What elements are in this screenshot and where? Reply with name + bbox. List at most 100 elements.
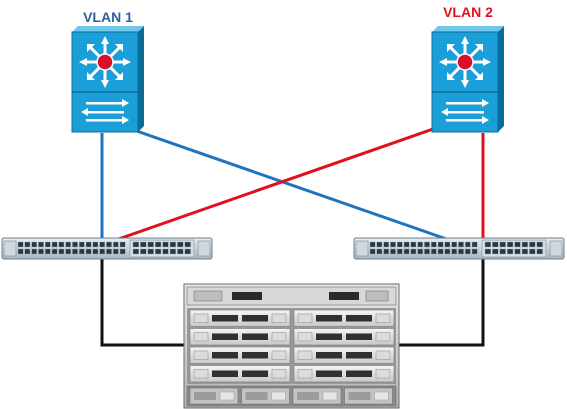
switch-port xyxy=(17,248,24,255)
switch-port xyxy=(536,241,543,248)
switch-port xyxy=(458,241,464,248)
switch-port xyxy=(45,241,51,248)
switch-port xyxy=(17,241,24,248)
link-vlan2-router-to-left-switch xyxy=(109,126,437,244)
blade-server-chassis xyxy=(183,283,400,409)
layer3-switch-vlan2 xyxy=(431,26,504,133)
switch-port xyxy=(424,248,430,255)
switch-port xyxy=(51,241,58,248)
power-supply xyxy=(292,387,342,405)
switch-port xyxy=(65,241,71,248)
switch-port xyxy=(499,241,506,248)
switch-port xyxy=(184,248,191,255)
switch-port xyxy=(430,241,437,248)
switch-port xyxy=(147,241,154,248)
switch-port xyxy=(424,241,430,248)
switch-port xyxy=(112,241,119,248)
switch-port xyxy=(536,248,543,255)
blade-server xyxy=(293,365,395,383)
switch-port xyxy=(58,241,65,248)
power-supply xyxy=(344,387,393,405)
switch-port xyxy=(529,241,536,248)
switch-port xyxy=(72,241,78,248)
switch-port xyxy=(85,241,92,248)
switch-port xyxy=(92,241,99,248)
switch-port xyxy=(154,241,162,248)
switch-port xyxy=(51,248,58,255)
router-star-icon xyxy=(439,36,491,88)
switch-port xyxy=(154,248,162,255)
switch-port xyxy=(106,248,112,255)
switch-port xyxy=(451,241,457,248)
switch-port xyxy=(119,241,126,248)
switch-port xyxy=(169,248,177,255)
switch-port xyxy=(514,248,521,255)
switch-port xyxy=(162,248,169,255)
switch-port xyxy=(403,248,410,255)
switch-port xyxy=(397,248,403,255)
switch-port xyxy=(437,248,444,255)
switch-port xyxy=(99,248,105,255)
switch-port xyxy=(24,248,31,255)
switch-port xyxy=(85,248,92,255)
links xyxy=(100,126,485,347)
switch-port xyxy=(430,248,437,255)
blade-server xyxy=(293,309,395,327)
switch-port xyxy=(390,241,396,248)
switch-port xyxy=(464,248,471,255)
switch-port xyxy=(162,241,169,248)
switch-port xyxy=(484,248,492,255)
switch-port xyxy=(38,248,44,255)
switch-port xyxy=(437,241,444,248)
vlan1-label: VLAN 1 xyxy=(83,9,133,25)
switch-port xyxy=(410,241,417,248)
blade-server xyxy=(189,328,291,346)
switch-port xyxy=(99,241,105,248)
access-switch-right xyxy=(353,237,565,260)
switching-arrows-icon xyxy=(81,99,129,124)
switch-port xyxy=(506,248,514,255)
switch-port xyxy=(417,241,423,248)
switch-port xyxy=(78,241,85,248)
blade-server xyxy=(293,328,395,346)
blade-server xyxy=(189,309,291,327)
switch-port xyxy=(390,248,396,255)
switch-port xyxy=(410,248,417,255)
switch-port xyxy=(65,248,71,255)
switch-port xyxy=(521,241,529,248)
switch-port xyxy=(403,241,410,248)
uplink-left-switch-to-chassis xyxy=(100,258,184,347)
switch-port xyxy=(383,241,390,248)
switch-port xyxy=(92,248,99,255)
switch-port xyxy=(444,241,451,248)
switch-port xyxy=(184,241,191,248)
uplink-right-switch-to-chassis xyxy=(399,258,485,347)
blade-slots xyxy=(189,309,395,383)
switch-port xyxy=(444,248,451,255)
switch-port xyxy=(140,241,147,248)
switch-port xyxy=(506,241,514,248)
switch-port xyxy=(58,248,65,255)
switch-port xyxy=(45,248,51,255)
switch-port xyxy=(383,248,390,255)
switch-port xyxy=(369,241,376,248)
power-supply xyxy=(189,387,239,405)
switch-port xyxy=(464,241,471,248)
switch-port xyxy=(417,248,423,255)
power-supply xyxy=(241,387,290,405)
switch-port xyxy=(140,248,147,255)
switch-port xyxy=(484,241,492,248)
switch-port xyxy=(397,241,403,248)
access-switch-left xyxy=(1,237,213,260)
router-star-icon xyxy=(79,36,131,88)
switch-port xyxy=(31,248,38,255)
switch-port xyxy=(492,241,499,248)
switch-port xyxy=(376,248,383,255)
blade-server xyxy=(189,346,291,364)
blade-server xyxy=(189,365,291,383)
switch-port xyxy=(112,248,119,255)
switch-port xyxy=(24,241,31,248)
vlan2-label: VLAN 2 xyxy=(443,4,493,20)
switch-port xyxy=(529,248,536,255)
switch-port xyxy=(514,241,521,248)
